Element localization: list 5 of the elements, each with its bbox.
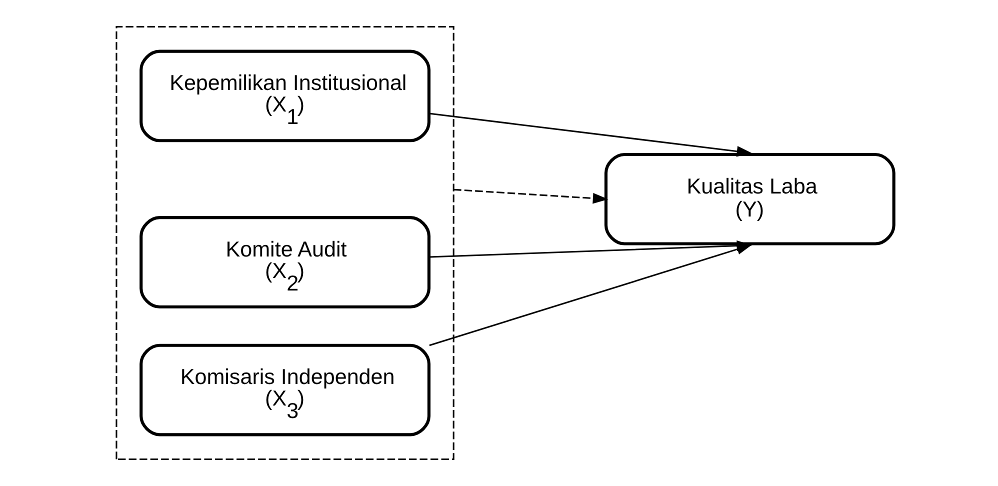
arrow <box>454 188 608 204</box>
cluster <box>116 26 454 460</box>
arrow <box>429 244 752 346</box>
node-box: Kualitas Laba (Y) <box>604 152 896 246</box>
arrow <box>429 112 752 157</box>
